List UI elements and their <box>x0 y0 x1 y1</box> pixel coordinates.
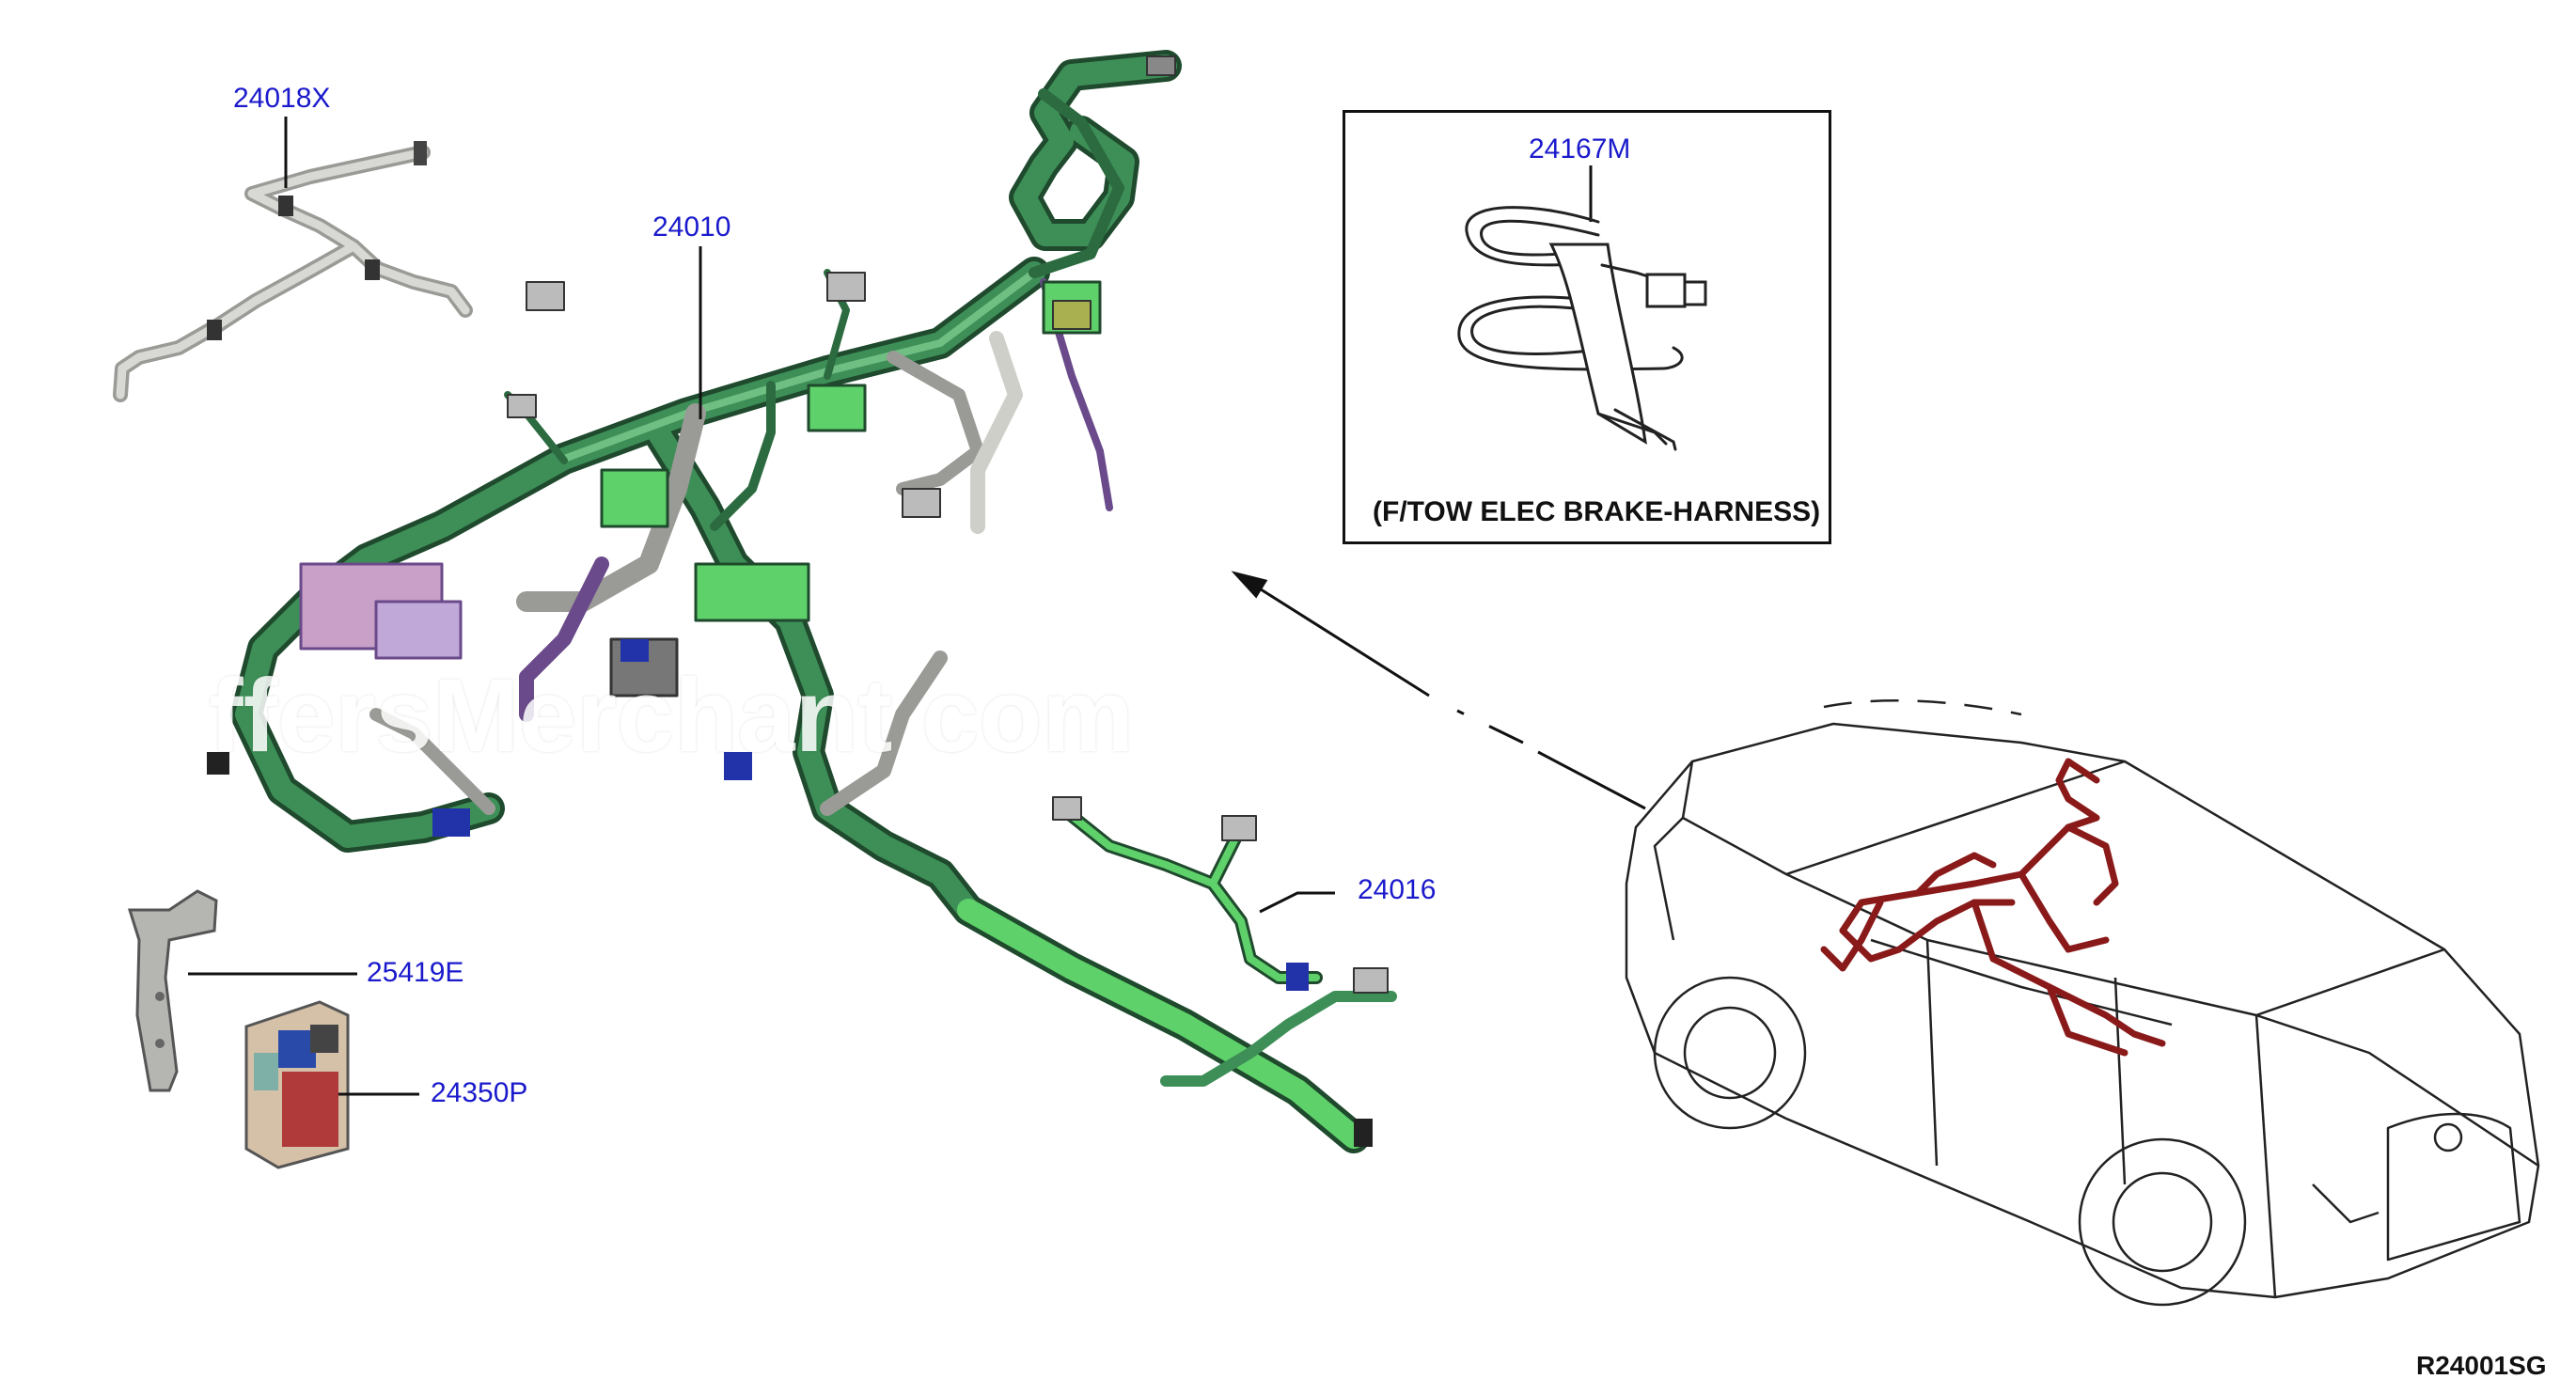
inset-caption: (F/TOW ELEC BRAKE-HARNESS) <box>1373 496 1821 527</box>
callout-24018x: 24018X <box>233 83 331 114</box>
fuse-block-24350p <box>244 1000 350 1169</box>
callout-24010: 24010 <box>652 212 731 243</box>
inset-frame <box>1343 110 1831 544</box>
callout-24167m: 24167M <box>1529 133 1631 165</box>
vehicle-harness <box>1820 758 2166 1057</box>
locator-arrow <box>1231 571 1646 810</box>
harness-24010 <box>207 50 1397 1153</box>
reference-code: R24001SG <box>2416 1351 2547 1380</box>
callout-24016: 24016 <box>1358 874 1437 905</box>
watermark: ffersMerchant com <box>209 658 1135 774</box>
callout-24350p: 24350P <box>431 1077 528 1108</box>
harness-24016 <box>1052 796 1389 994</box>
harness-24018x <box>113 141 473 402</box>
vehicle-outline <box>1625 699 2540 1307</box>
leader-lines <box>188 117 1593 1096</box>
tow-brake-harness-coil <box>1457 206 1707 451</box>
callout-25419e: 25419E <box>367 957 464 988</box>
bracket-25419e <box>127 889 218 1092</box>
